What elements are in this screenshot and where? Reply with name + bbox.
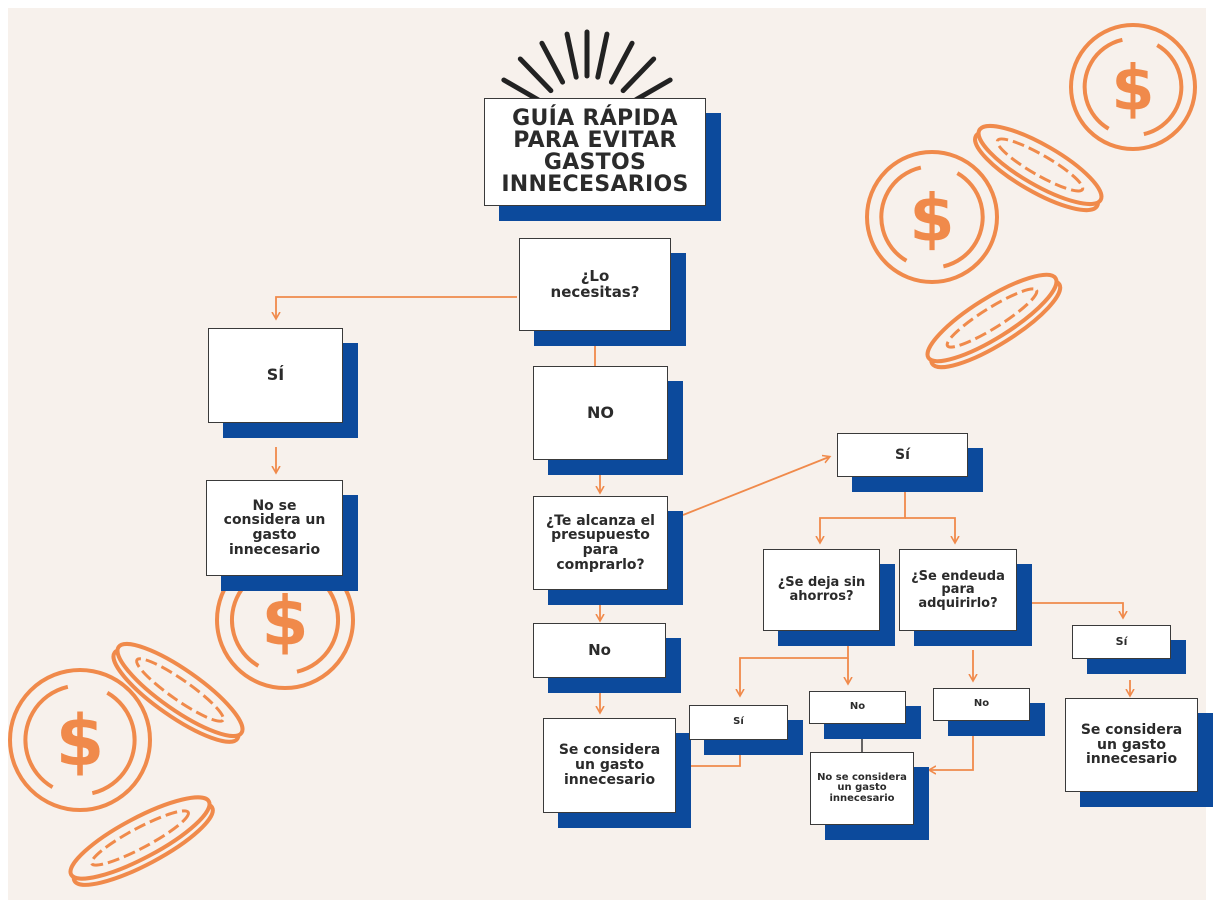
question-budget-label: ¿Te alcanza el presupuesto para comprarl… [546,512,655,573]
no-budget-label: No [588,640,611,659]
arrow-need-to-yes [276,296,517,318]
coin-edge-icon [925,272,1063,370]
page-title: GUÍA RÁPIDA PARA EVITAR GASTOS INNECESAR… [501,106,689,197]
question-budget-box: ¿Te alcanza el presupuesto para comprarl… [533,496,668,590]
decoration-layer: $ $ $ $ [8,23,1197,887]
no-debt-label: No [973,698,990,710]
coins-group: $ $ $ $ [8,23,1197,887]
coin-icon: $ [865,150,999,284]
arrow-no-to-not-unnecessary [930,722,974,770]
question-debt-box: ¿Se endeuda para adquirirlo? [899,549,1017,631]
not-unnecessary-left-box: No se considera un gasto innecesario [206,480,343,576]
arrow-debt-to-yes [1030,602,1123,617]
arrow-budget-to-yes [682,457,829,516]
yes-debt-label: Sí [1115,635,1128,649]
no-debt-box: No [933,688,1030,721]
not-unnecessary-bottom-label: No se considera un gasto innecesario [817,771,907,804]
yes-savings-label: Sí [733,716,744,728]
connector-yes-branch-right [905,517,955,542]
yes-need-label: SÍ [266,365,285,385]
dollar-sign: $ [1111,51,1154,124]
coin-edge-icon [111,641,245,744]
no-savings-label: No [849,701,866,713]
unnecessary-right-label: Se considera un gasto innecesario [1080,721,1183,768]
unnecessary-center-box: Se considera un gasto innecesario [543,718,676,813]
burst-line [595,31,610,80]
yes-budget-box: Sí [837,433,968,477]
burst-line [608,40,635,85]
no-need-box: NO [533,366,668,460]
no-budget-box: No [533,623,666,678]
dollar-sign: $ [261,582,308,661]
coin-icon: $ [1069,23,1197,151]
burst-line [620,56,657,94]
coin-icon: $ [8,668,152,812]
question-savings-label: ¿Se deja sin ahorros? [777,575,866,604]
title-box: GUÍA RÁPIDA PARA EVITAR GASTOS INNECESAR… [484,98,706,206]
unnecessary-center-label: Se considera un gasto innecesario [558,742,661,788]
question-need-label: ¿Lo necesitas? [550,266,640,301]
question-savings-box: ¿Se deja sin ahorros? [763,549,880,631]
burst-line [539,40,566,85]
yes-budget-label: Sí [895,446,910,463]
question-need-box: ¿Lo necesitas? [519,238,671,331]
connector-yes-branch [820,480,906,542]
dollar-sign: $ [909,181,954,256]
connector-layer [8,296,1206,900]
arrow-yes-to-unnecessary-center [680,738,741,766]
burst-line [517,56,554,94]
not-unnecessary-bottom-box: No se considera un gasto innecesario [810,752,914,825]
unnecessary-right-box: Se considera un gasto innecesario [1065,698,1198,792]
no-savings-box: No [809,691,906,724]
yes-debt-box: Sí [1072,625,1171,659]
dollar-sign: $ [56,700,105,782]
coin-edge-icon [973,123,1104,213]
infographic-canvas: $$$$ GUÍA RÁPI [8,8,1206,900]
coin-edge-icon [68,795,215,887]
yes-need-box: SÍ [208,328,343,423]
burst-line [564,31,579,80]
question-debt-label: ¿Se endeuda para adquirirlo? [911,568,1005,611]
connector-savings-branches [740,631,849,695]
yes-savings-box: Sí [689,705,788,740]
no-need-label: NO [587,402,614,422]
not-unnecessary-left-label: No se considera un gasto innecesario [223,497,326,558]
